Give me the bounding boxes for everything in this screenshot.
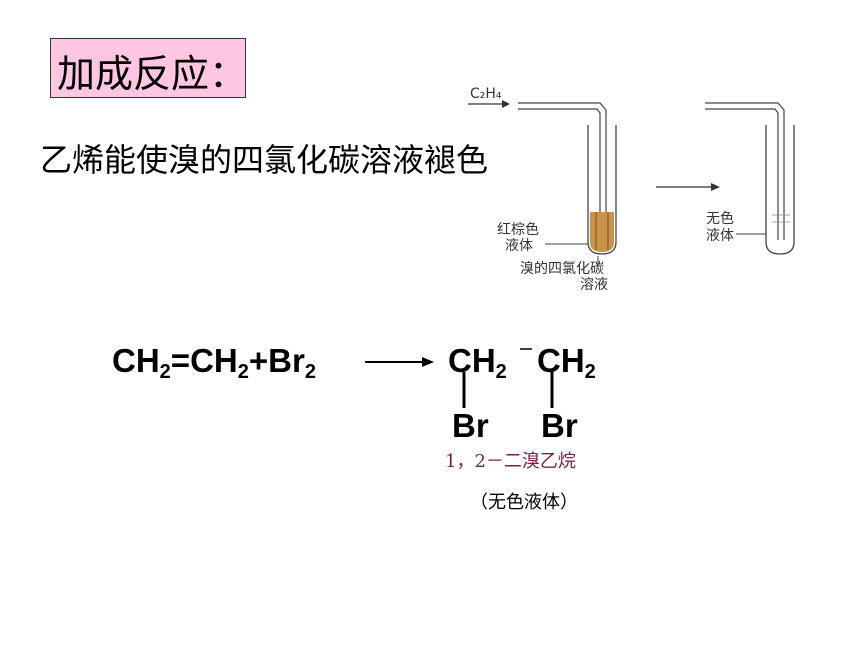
product-ch2-left-sub: 2 <box>495 361 507 383</box>
product-state: （无色液体） <box>470 492 578 513</box>
reaction-arrow-head <box>422 357 434 367</box>
plus-sign: + <box>248 342 269 379</box>
product-ch2-right: CH2 <box>537 342 596 384</box>
reactant-ethylene-c1: CH <box>112 342 160 379</box>
title: 加成反应： <box>57 52 248 96</box>
reactant-ethylene-c1-sub: 2 <box>159 361 171 383</box>
left-delivery-pipe <box>518 102 607 240</box>
reactant-ethylene-c2-sub: 2 <box>237 361 249 383</box>
left-bottom-label-2: 溶液 <box>580 277 608 293</box>
product-name: 1，2－二溴乙烷 <box>445 451 576 472</box>
reactant-bromine-sub: 2 <box>304 361 316 383</box>
left-test-tube <box>587 125 617 255</box>
gas-label: C₂H₄ <box>470 86 502 102</box>
product-ch2-left: CH2 <box>448 342 507 384</box>
double-bond: = <box>170 342 191 379</box>
right-label-1: 无色 <box>706 210 734 227</box>
product-br-right: Br <box>541 407 578 444</box>
product-ch2-left-text: CH <box>448 342 496 379</box>
left-delivery-pipe-inner <box>518 108 601 240</box>
left-tube-liquid <box>590 212 614 252</box>
title-box: 加成反应： <box>50 38 248 98</box>
product-ch2-right-text: CH <box>537 342 585 379</box>
subtitle: 乙烯能使溴的四氯化碳溶液褪色 <box>40 141 489 179</box>
right-label-2: 液体 <box>706 228 734 244</box>
left-label-1: 红棕色 <box>497 221 539 238</box>
product-br-left: Br <box>452 407 489 444</box>
product-ch2-right-sub: 2 <box>584 361 596 383</box>
left-label-2: 液体 <box>505 238 533 254</box>
right-test-tube <box>765 125 795 255</box>
reactant-bromine: Br <box>268 342 305 379</box>
left-bottom-label-1: 溴的四氯化碳 <box>520 261 604 277</box>
gas-arrow-head <box>502 100 510 108</box>
right-delivery-pipe <box>705 102 785 240</box>
reaction-reactants: CH2=CH2+Br2 <box>112 342 316 384</box>
reactant-ethylene-c2: CH <box>190 342 238 379</box>
right-delivery-pipe-inner <box>705 108 779 240</box>
process-arrow-head <box>711 183 720 191</box>
